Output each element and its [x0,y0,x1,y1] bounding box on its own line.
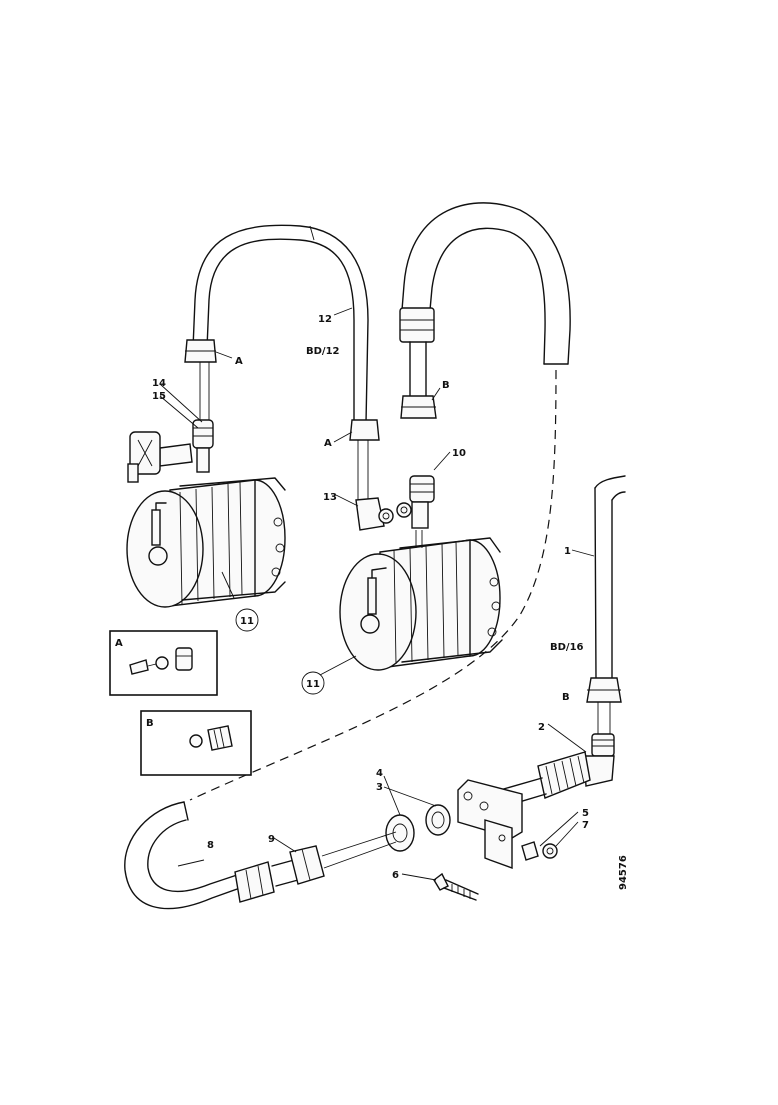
label-part-11-right: 11 [306,679,320,690]
callout-circle-11-left [235,608,259,632]
label-part-1: 1 [564,546,571,557]
washer-3 [385,814,415,852]
label-part-15: 15 [152,391,166,402]
leader-lines [159,307,595,881]
hose-8 [124,801,241,910]
label-part-14: 14 [152,378,166,389]
label-part-9: 9 [268,834,275,845]
inset-a [109,630,218,696]
bracket [457,779,523,869]
label-part-8: 8 [207,840,214,851]
label-part-10: 10 [452,448,466,459]
nut-a-upper [184,339,217,425]
label-part-4: 4 [376,768,383,779]
washer-4 [425,804,451,836]
hose-12 [192,224,369,424]
label-b-lower: B [562,692,570,703]
inset-b [140,710,252,776]
label-a-middle: A [324,438,332,449]
label-b-upper: B [442,380,450,391]
coupling-9 [234,831,397,903]
label-part-2: 2 [538,722,545,733]
label-part-3: 3 [376,782,383,793]
callout-circle-11-right [301,671,325,695]
nut-5-7 [521,841,558,861]
pipe-1 [586,475,626,738]
elbow-2 [583,733,615,787]
label-part-7: 7 [582,820,589,831]
label-a-upper: A [235,356,243,367]
bolt-6 [433,872,479,901]
routing-dashed-line [189,369,557,801]
fitting-14-15 [127,419,214,483]
fitting-10 [396,475,435,529]
valve-spring [499,751,591,807]
fitting-13 [355,497,394,531]
hose-thick-upper [399,202,571,419]
label-part-5: 5 [582,808,589,819]
drawing-number: 94576 [618,855,629,890]
label-part-11-left: 11 [240,616,254,627]
label-size-16: BD/16 [550,642,584,653]
label-hose-12: 12 [318,314,332,325]
nut-a-middle [349,419,380,500]
label-part-6: 6 [392,870,399,881]
label-inset-a: A [115,638,123,649]
label-inset-b: B [146,718,154,729]
label-size-12: BD/12 [306,346,340,357]
label-part-13: 13 [323,492,337,503]
brake-chamber-right [339,530,503,671]
brake-chamber-left [126,477,286,608]
